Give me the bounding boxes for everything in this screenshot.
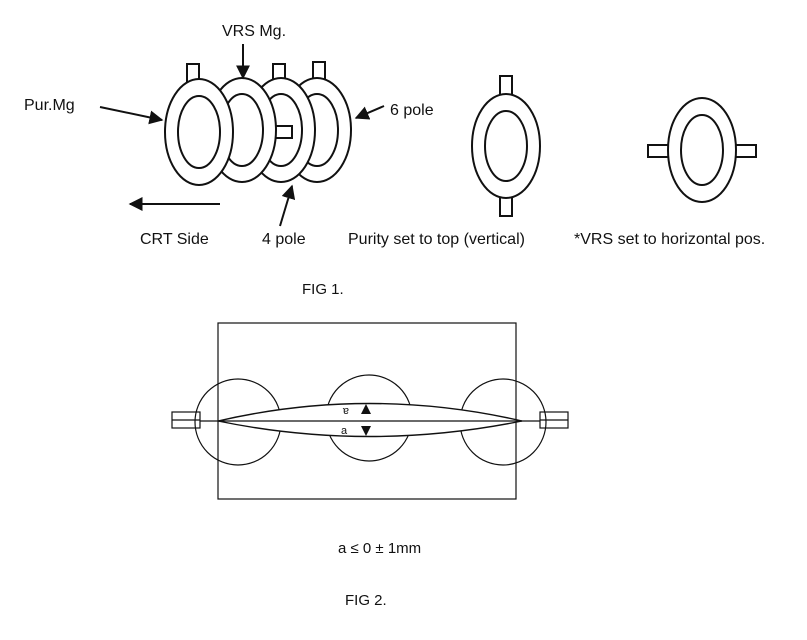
pur-mg-ring bbox=[164, 78, 234, 186]
purity-vertical-ring bbox=[471, 75, 541, 217]
label-a-top: a bbox=[342, 405, 349, 417]
beam-lens bbox=[217, 402, 523, 438]
fig2-caption: FIG 2. bbox=[345, 592, 387, 609]
fig2-formula: a ≤ 0 ± 1mm bbox=[338, 540, 421, 557]
label-vrs-mg: VRS Mg. bbox=[222, 23, 286, 40]
label-six-pole: 6 pole bbox=[390, 102, 434, 119]
screen-frame bbox=[217, 322, 517, 500]
vrs-horizontal-ring bbox=[647, 97, 757, 203]
arrow-up-a bbox=[361, 404, 371, 414]
label-vrs-set: *VRS set to horizontal pos. bbox=[574, 231, 765, 248]
label-pur-mg: Pur.Mg bbox=[24, 97, 75, 114]
fig1-caption: FIG 1. bbox=[302, 281, 344, 298]
label-a-bottom: a bbox=[341, 425, 348, 437]
fig2-beam-diagram: a a bbox=[171, 322, 569, 500]
fig1-magnet-assembly bbox=[164, 61, 352, 186]
arrow-six-pole bbox=[354, 105, 385, 120]
arrow-down-a bbox=[361, 426, 371, 436]
arrow-four-pole bbox=[279, 184, 296, 227]
label-crt-side: CRT Side bbox=[140, 231, 209, 248]
label-purity-set: Purity set to top (vertical) bbox=[348, 231, 525, 248]
label-four-pole: 4 pole bbox=[262, 231, 306, 248]
arrow-pur-mg bbox=[99, 106, 164, 125]
